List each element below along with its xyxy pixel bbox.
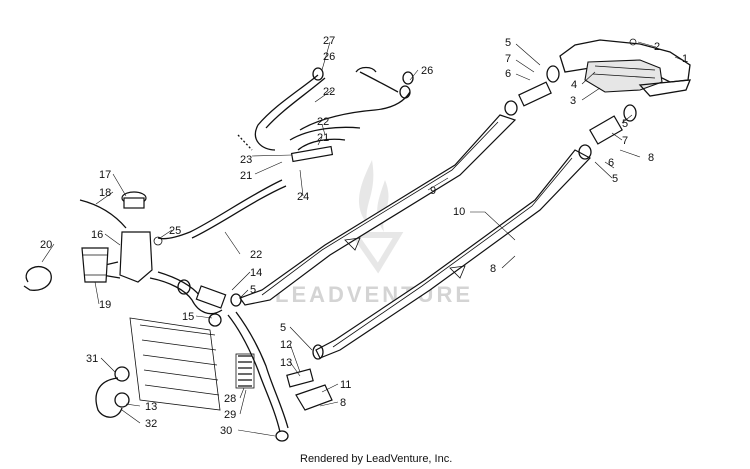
callout-26a: 26: [323, 51, 335, 63]
leader-lines: [41, 41, 683, 437]
hose-reservoir: [157, 179, 287, 240]
callout-23: 23: [240, 154, 252, 166]
callout-22a: 22: [323, 86, 335, 98]
bottle-and-hook: [23, 247, 109, 291]
callout-9: 9: [430, 185, 436, 197]
callout-2: 2: [654, 41, 660, 53]
callout-5a: 5: [505, 37, 511, 49]
callout-25: 25: [169, 225, 181, 237]
heat-exchanger-assembly: [559, 38, 692, 97]
callout-17: 17: [99, 169, 111, 181]
callout-5d: 5: [250, 284, 256, 296]
heat-exchanger-upper: [239, 114, 517, 306]
watermark-text: LEADVENTURE: [275, 282, 473, 307]
callout-14: 14: [250, 267, 262, 279]
hose-connectors-top: [504, 65, 637, 160]
heat-exchanger-lower: [315, 149, 591, 359]
hose-cluster: [237, 66, 414, 163]
callout-10: 10: [453, 206, 465, 218]
callout-1: 1: [682, 53, 688, 65]
radiator: [95, 317, 221, 418]
lower-hoses: [149, 271, 289, 442]
callout-27: 27: [323, 35, 335, 47]
callout-6b: 6: [608, 157, 614, 169]
callout-13a: 13: [280, 357, 292, 369]
callout-29: 29: [224, 409, 236, 421]
callout-28: 28: [224, 393, 236, 405]
callout-13b: 13: [145, 401, 157, 413]
callout-11: 11: [340, 379, 351, 391]
callout-5e: 5: [280, 322, 286, 334]
callout-12: 12: [280, 339, 292, 351]
spring-part: [235, 353, 255, 389]
callout-19: 19: [99, 299, 111, 311]
callout-3: 3: [570, 95, 576, 107]
callout-6a: 6: [505, 68, 511, 80]
callout-8b: 8: [490, 263, 496, 275]
callout-4: 4: [571, 79, 577, 91]
callout-5b: 5: [622, 118, 628, 130]
render-caption: Rendered by LeadVenture, Inc.: [300, 453, 452, 465]
callout-21b: 21: [240, 170, 252, 182]
callout-24: 24: [297, 191, 309, 203]
callout-labels: 1 2 3 4 5 7 6 5 7 8 6 5 9 10 8 27 26 26 …: [40, 35, 688, 437]
callout-26b: 26: [421, 65, 433, 77]
callout-20: 20: [40, 239, 52, 251]
callout-5c: 5: [612, 173, 618, 185]
callout-32: 32: [145, 418, 157, 430]
callout-8a: 8: [648, 152, 654, 164]
callout-22b: 22: [317, 116, 329, 128]
callout-31: 31: [86, 353, 98, 365]
callout-30: 30: [220, 425, 232, 437]
coolant-reservoir: [79, 191, 163, 283]
callout-15: 15: [182, 311, 194, 323]
callout-7a: 7: [505, 53, 511, 65]
callout-22c: 22: [250, 249, 262, 261]
callout-16: 16: [91, 229, 103, 241]
callout-7b: 7: [622, 135, 628, 147]
callout-18: 18: [99, 187, 111, 199]
callout-21a: 21: [317, 132, 329, 144]
callout-8c: 8: [340, 397, 346, 409]
